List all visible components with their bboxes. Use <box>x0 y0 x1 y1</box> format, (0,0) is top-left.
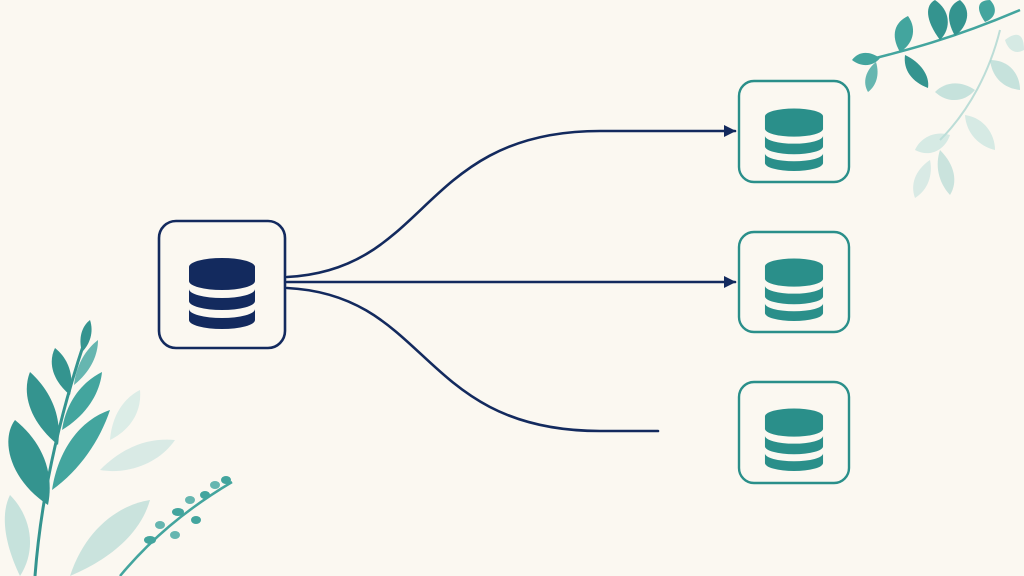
replica-database-node-2[interactable] <box>737 230 851 334</box>
source-database-node[interactable] <box>157 219 287 350</box>
connector-partial <box>285 286 660 433</box>
replica-database-node-3[interactable] <box>737 380 851 485</box>
leaf-branch-icon <box>4 320 233 576</box>
replica-database-node-1[interactable] <box>737 79 851 184</box>
connector-to-replica-1 <box>285 125 737 279</box>
connectors <box>285 125 737 433</box>
leaf-branch-icon <box>852 0 1024 198</box>
